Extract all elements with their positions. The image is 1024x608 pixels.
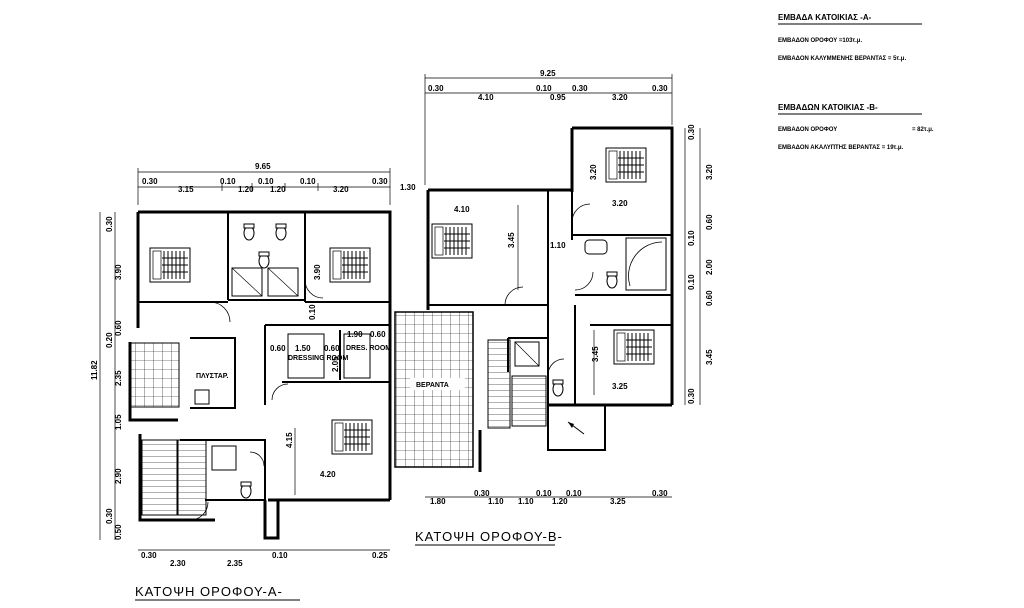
plan-b-top-dim: 0.10 (536, 84, 552, 93)
plan-a-left-dim: 1.05 (114, 414, 123, 430)
plan-b-bottom-dim: 1.10 (488, 497, 504, 506)
plan-b-offset-dim: 1.30 (400, 183, 416, 192)
plan-a-inner-dim: 0.60 (270, 344, 286, 353)
legend-a-veranda-area: ΕΜΒΑΔΟΝ ΚΑΛΥΜΜΕΝΗΣ ΒΕΡΑΝΤΑΣ = 5τ.μ. (778, 56, 906, 62)
plan-b-top-dim: 4.10 (478, 93, 494, 102)
plan-a-inner-dim: 3.90 (313, 264, 322, 280)
plan-b-inner-dim: 3.45 (507, 232, 516, 248)
plan-a-title: ΚΑΤΟΨΗ ΟΡΟΦΟΥ-Α- (135, 584, 283, 599)
plan-b (394, 126, 674, 472)
plan-a-inner-dim: 4.15 (285, 432, 294, 448)
room-label-dressing: DRESSING ROOM (288, 355, 348, 362)
plan-a-inner-dim: 2.05 (331, 356, 340, 372)
plan-a-inner-dim: 4.20 (320, 470, 336, 479)
plan-a-top-dim: 0.10 (220, 177, 236, 186)
plan-b-inner-dim: 3.45 (591, 346, 600, 362)
legend-b-veranda-area: ΕΜΒΑΔΟΝ ΑΚΑΛΥΠΤΗΣ ΒΕΡΑΝΤΑΣ = 19τ.μ. (778, 145, 904, 151)
plan-a-bottom-dim: 0.10 (272, 551, 288, 560)
plan-a-inner-dim: 0.60 (370, 330, 386, 339)
plan-a-top-dim: 1.20 (238, 185, 254, 194)
plan-b-top-dim: 0.30 (428, 84, 444, 93)
plan-b-right-dim: 0.60 (705, 214, 714, 230)
plan-a-inner-dim: 1.90 (347, 330, 363, 339)
legend-b-floor-area-value: = 82τ.μ. (912, 127, 934, 133)
plan-a-left-dim: 0.20 (105, 332, 114, 348)
plan-a-left-dim: 3.90 (114, 264, 123, 280)
plan-b-bottom-dim: 0.10 (536, 489, 552, 498)
plan-a-left-dim: 0.50 (114, 524, 123, 540)
legend-b-floor-area: ΕΜΒΑΔΟΝ ΟΡΟΦΟΥ (778, 127, 837, 133)
plan-b-right-dim: 0.10 (687, 230, 696, 246)
plan-a-left-dim: 2.35 (114, 370, 123, 386)
legend-house-a: ΕΜΒΑΔΑ ΚΑΤΟΙΚΙΑΣ -Α- ΕΜΒΑΔΟΝ ΟΡΟΦΟΥ =103… (778, 13, 922, 62)
legend-b-title: ΕΜΒΑΔΩΝ ΚΑΤΟΙΚΙΑΣ -Β- (778, 103, 878, 112)
room-label-storage: ΠΛΥΣΤΑΡ. (196, 373, 229, 380)
plan-b-bottom-dim: 3.25 (610, 497, 626, 506)
legend-house-b: ΕΜΒΑΔΩΝ ΚΑΤΟΙΚΙΑΣ -Β- ΕΜΒΑΔΟΝ ΟΡΟΦΟΥ = 8… (778, 103, 934, 151)
plan-b-inner-dim: 3.25 (612, 382, 628, 391)
plan-a-overall-depth: 11.82 (90, 360, 99, 380)
plan-b-right-dim: 0.60 (705, 290, 714, 306)
plan-b-bottom-dim: 1.20 (552, 497, 568, 506)
plan-a-top-dim: 3.15 (178, 185, 194, 194)
plan-b-inner-dim: 4.10 (454, 205, 470, 214)
plan-b-top-dim: 0.95 (550, 93, 566, 102)
plan-a-overall-width: 9.65 (255, 162, 271, 171)
plan-a-top-dim: 1.20 (270, 185, 286, 194)
plan-a (128, 210, 392, 540)
plan-a-inner-dim: 0.10 (308, 304, 317, 320)
plan-b-right-dim: 0.30 (687, 388, 696, 404)
plan-a-top-dim: 0.30 (372, 177, 388, 186)
plan-a-left-dim: 0.60 (114, 320, 123, 336)
plan-a-left-dim: 2.90 (114, 468, 123, 484)
plan-b-overall-width: 9.25 (540, 69, 556, 78)
plan-b-bottom-dim: 0.10 (566, 489, 582, 498)
plan-b-inner-dim: 1.10 (550, 241, 566, 250)
plan-b-inner-dim: 3.20 (589, 164, 598, 180)
plan-b-right-dim: 3.20 (705, 164, 714, 180)
plan-a-inner-dim: 0.60 (324, 344, 340, 353)
plan-a-bottom-dim: 2.35 (227, 559, 243, 568)
plan-a-bottom-dim: 0.30 (141, 551, 157, 560)
plan-b-inner-dim: 3.20 (612, 199, 628, 208)
plan-a-bottom-dim: 0.25 (372, 551, 388, 560)
plan-a-top-dim: 0.10 (300, 177, 316, 186)
plan-b-bottom-dim: 0.30 (474, 489, 490, 498)
room-label-dressing-small: DRES. ROOM (346, 345, 391, 352)
plan-a-left-dim: 0.30 (105, 508, 114, 524)
plan-a-top-dim: 0.10 (258, 177, 274, 186)
plan-b-right-dim: 3.45 (705, 349, 714, 365)
plan-b-bottom-dim: 1.80 (430, 497, 446, 506)
plan-b-top-dim: 0.30 (572, 84, 588, 93)
legend-a-floor-area: ΕΜΒΑΔΟΝ ΟΡΟΦΟΥ =103τ.μ. (778, 38, 862, 44)
legend-a-title: ΕΜΒΑΔΑ ΚΑΤΟΙΚΙΑΣ -Α- (778, 13, 872, 22)
plan-a-top-dim: 3.20 (333, 185, 349, 194)
plan-b-bottom-dim: 0.30 (652, 489, 668, 498)
room-label-veranda: ΒΕΡΑΝΤΑ (416, 382, 449, 389)
plan-b-right-dim: 0.10 (687, 274, 696, 290)
plan-b-bottom-dim: 1.10 (518, 497, 534, 506)
plan-b-top-dim: 0.30 (652, 84, 668, 93)
plan-b-title: ΚΑΤΟΨΗ ΟΡΟΦΟΥ-Β- (415, 529, 563, 544)
plan-a-bottom-dim: 2.30 (170, 559, 186, 568)
plan-b-top-dim: 3.20 (612, 93, 628, 102)
plan-b-right-dim: 2.00 (705, 259, 714, 275)
plan-a-left-dim: 0.30 (105, 216, 114, 232)
plan-a-top-dim: 0.30 (142, 177, 158, 186)
plan-b-right-dim: 0.30 (687, 124, 696, 140)
plan-a-inner-dim: 1.50 (295, 344, 311, 353)
